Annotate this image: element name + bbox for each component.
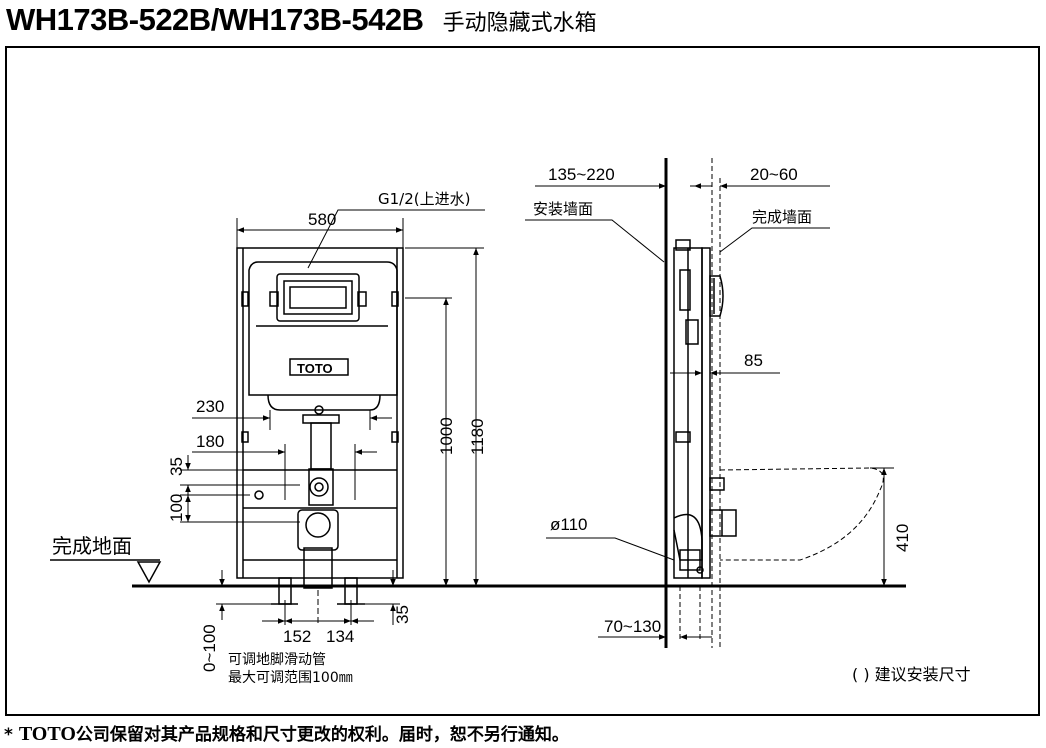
page-title: WH173B-522B/WH173B-542B 手动隐藏式水箱 xyxy=(6,2,597,38)
dim-580: 580 xyxy=(308,210,336,229)
dim-1180: 1180 xyxy=(468,418,487,455)
side-view xyxy=(664,158,737,648)
disclaimer: * TOTO公司保留对其产品规格和尺寸更改的权利。届时，恕不另行通知。 xyxy=(4,720,569,746)
front-frame xyxy=(236,247,404,605)
foot-note-1: 可调地脚滑动管 xyxy=(228,651,326,668)
floor-symbol xyxy=(50,559,162,584)
dim-180: 180 xyxy=(196,432,224,451)
dim-70-130: 70~130 xyxy=(604,617,661,636)
front-dimensions xyxy=(180,209,485,625)
recommend-note: ( ) 建议安装尺寸 xyxy=(852,665,971,684)
finished-wall-label: 完成墙面 xyxy=(752,208,812,226)
footer-brand: TOTO xyxy=(18,723,76,745)
footer-text: 公司保留对其产品规格和尺寸更改的权利。届时，恕不另行通知。 xyxy=(75,725,569,745)
dim-230: 230 xyxy=(196,397,224,416)
floor-label: 完成地面 xyxy=(52,534,132,558)
dim-20-60: 20~60 xyxy=(750,165,798,184)
drawing-frame xyxy=(5,46,1040,716)
product-subtitle: 手动隐藏式水箱 xyxy=(442,11,597,36)
dim-35-bottom: 35 xyxy=(393,605,412,624)
dim-85: 85 xyxy=(744,351,763,370)
model-number: WH173B-522B/WH173B-542B xyxy=(6,2,424,37)
dim-35-top: 35 xyxy=(167,457,186,476)
dim-100: 100 xyxy=(167,494,186,522)
dim-110: ø110 xyxy=(550,515,588,534)
toilet-bowl-outline xyxy=(719,467,884,561)
inlet-label: G1/2(上进水) xyxy=(378,190,470,208)
dim-135-220: 135~220 xyxy=(548,165,615,184)
dim-410: 410 xyxy=(893,524,912,552)
install-wall-label: 安装墙面 xyxy=(533,200,593,218)
dim-1000: 1000 xyxy=(437,417,456,455)
side-dimensions xyxy=(525,183,894,640)
dim-134: 134 xyxy=(326,627,354,646)
footer-asterisk: * xyxy=(4,725,13,745)
toto-logo: TOTO xyxy=(297,361,333,376)
dim-0-100: 0~100 xyxy=(200,624,219,672)
dim-152: 152 xyxy=(283,627,311,646)
foot-note-2: 最大可调范围100㎜ xyxy=(228,669,353,686)
